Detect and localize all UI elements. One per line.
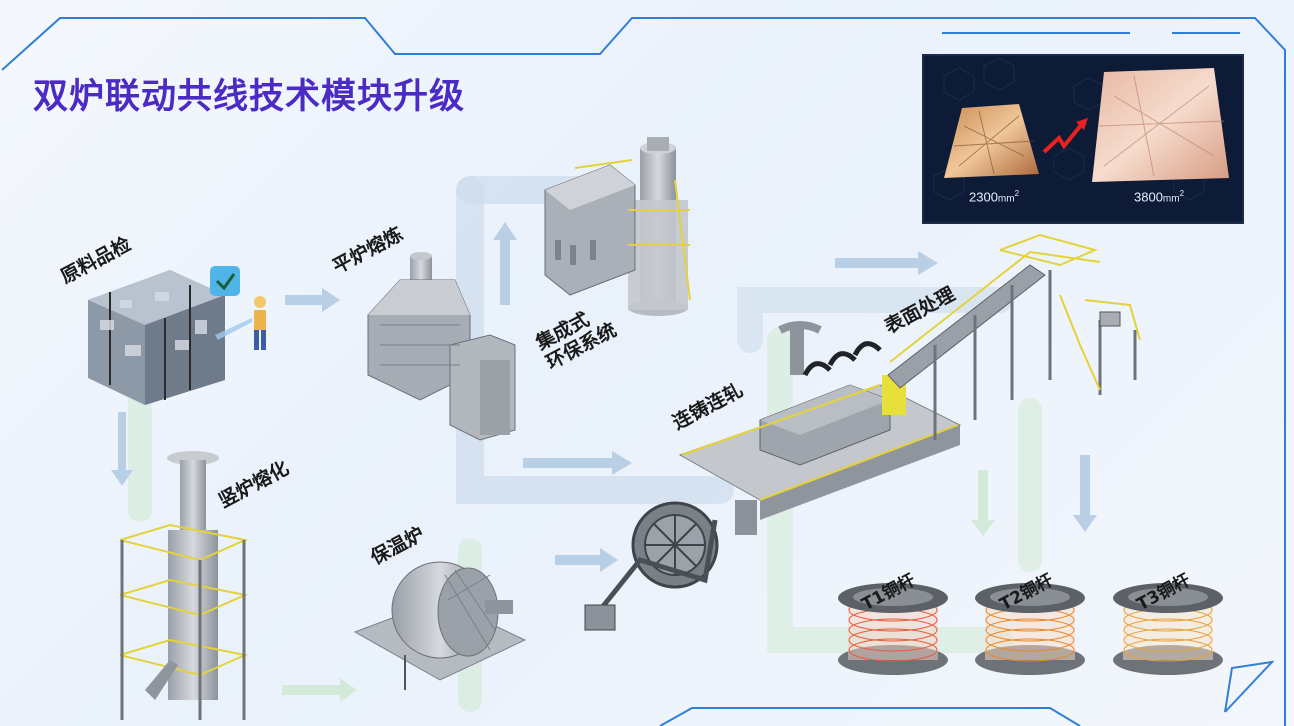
inspection-check-icon <box>210 266 240 296</box>
caption-after-value: 3800 <box>1134 189 1163 205</box>
cross-section-comparison: 2300mm2 3800mm2 <box>922 54 1244 224</box>
caption-after-unit: mm <box>1162 193 1180 205</box>
page-title: 双炉联动共线技术模块升级 <box>33 77 466 117</box>
coil-t1 <box>838 583 948 675</box>
rolling-mill <box>678 321 962 535</box>
frame-lines <box>1 17 1286 726</box>
shaft-furnace <box>119 451 249 720</box>
caption-after: 3800mm2 <box>1134 189 1184 204</box>
caption-after-sup: 2 <box>1179 189 1185 198</box>
caption-before: 2300mm2 <box>969 189 1019 204</box>
inspector-worker <box>215 296 266 350</box>
raw-material-bundle <box>88 270 225 405</box>
coil-t3 <box>1113 583 1223 675</box>
caption-before-value: 2300 <box>969 189 998 205</box>
surface-treatment-tower <box>887 233 1141 440</box>
coil-t2 <box>975 583 1085 675</box>
casting-wheel <box>584 501 719 631</box>
inset-graphic <box>933 57 1229 201</box>
caption-before-unit: mm <box>997 193 1015 205</box>
flat-furnace <box>367 252 516 441</box>
cross-section-before <box>944 104 1039 178</box>
flow-arrows <box>111 222 1097 702</box>
environmental-system <box>544 137 691 316</box>
holding-furnace <box>353 561 527 690</box>
caption-before-sup: 2 <box>1014 189 1020 198</box>
trend-up-arrow <box>1042 122 1084 154</box>
